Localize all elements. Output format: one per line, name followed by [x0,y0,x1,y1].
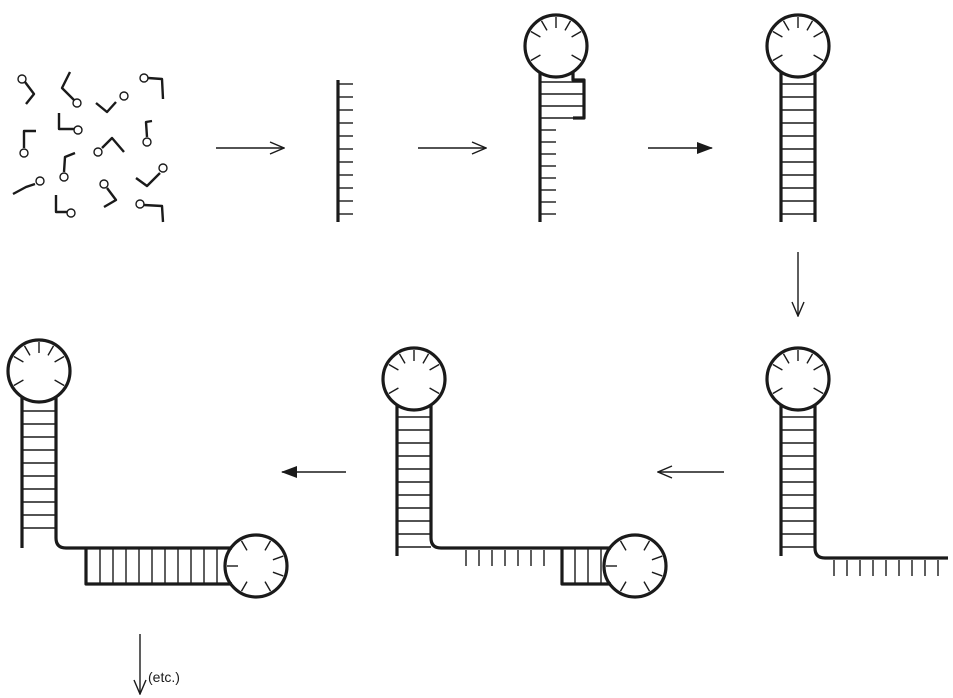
loop-base [272,555,284,561]
loop-base [13,379,24,387]
monomer [59,151,76,182]
hairpin-loop [523,13,589,79]
loop-base [564,20,572,31]
stage-partial-hairpin [523,13,589,222]
monomer [95,91,129,114]
loop-base [772,54,783,62]
stage-hairpin-with-tail [765,346,948,576]
loop-base [813,54,824,62]
hairpin-loop [6,338,72,404]
monomer [19,129,36,158]
loop-base [429,387,440,395]
loop-base [651,555,663,561]
loop-base [571,30,582,38]
loop-base [398,353,406,364]
loop-base [388,363,399,371]
stage-two-hairpins [6,338,289,599]
hairpin-loop [223,533,289,599]
monomer [54,195,76,218]
monomer [17,74,36,105]
monomer [139,73,165,100]
loop-base [806,353,814,364]
loop-base [813,387,824,395]
monomer [135,163,168,188]
loop-base [782,353,790,364]
continuation-label: (etc.) [148,669,180,685]
monomer [135,199,165,223]
monomer [93,136,125,157]
stage-second-hairpin-forming [381,346,668,599]
loop-base [619,540,627,551]
monomer [12,176,45,196]
hairpin-loop [381,346,447,412]
loop-base [264,540,272,551]
loop-base [240,581,248,592]
loop-base [772,363,783,371]
monomer [57,113,83,135]
loop-base [782,20,790,31]
loop-base [54,355,65,363]
hairpin-loop [765,13,831,79]
loop-base [54,379,65,387]
loop-base [619,581,627,592]
loop-base [813,363,824,371]
stage-full-hairpin [765,13,831,222]
loop-base [772,387,783,395]
loop-base [806,20,814,31]
loop-base [429,363,440,371]
loop-base [23,345,31,356]
loop-base [530,54,541,62]
loop-base [272,571,284,577]
loop-base [813,30,824,38]
loop-base [643,540,651,551]
hairpin-loop [765,346,831,412]
loop-base [264,581,272,592]
monomer [99,179,118,209]
hairpin-loop [602,533,668,599]
loop-base [388,387,399,395]
loop-base [651,571,663,577]
loop-base [422,353,430,364]
loop-base [643,581,651,592]
loop-base [540,20,548,31]
loop-base [772,30,783,38]
loop-base [530,30,541,38]
loop-base [47,345,55,356]
loop-base [240,540,248,551]
stage-free-monomers [12,71,168,223]
monomer [60,71,82,108]
monomer [142,119,153,147]
loop-base [13,355,24,363]
loop-base [571,54,582,62]
stage-single-strand [336,80,353,222]
